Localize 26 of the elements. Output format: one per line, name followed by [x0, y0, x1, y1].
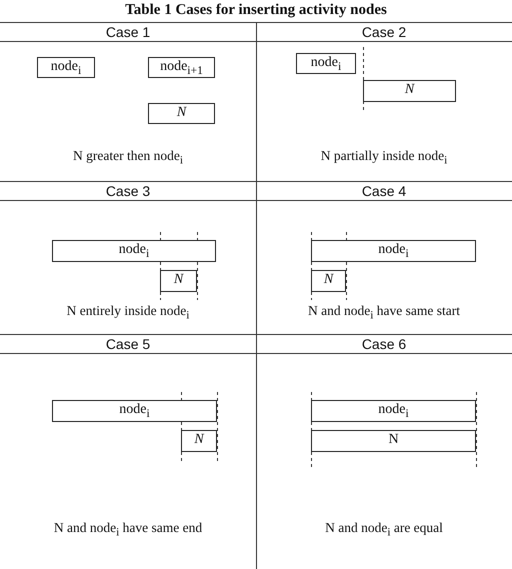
activity-box: node$_{i}$ — [52, 240, 216, 262]
column-header: Case 5 — [104, 336, 152, 352]
case-caption: N and node$_{i}$ are equal — [324, 520, 444, 539]
case-caption: N entirely inside node$_{i}$ — [66, 303, 190, 322]
activity-box: node$_{i}$ — [296, 53, 356, 74]
case-caption: N and node$_{i}$ have same start — [307, 303, 461, 322]
column-header: Case 2 — [360, 24, 408, 40]
activity-box: N — [148, 103, 215, 124]
case-caption: N partially inside node$_{i}$ — [320, 148, 448, 167]
case-caption: N greater then node$_{i}$ — [72, 148, 184, 167]
activity-box: N — [311, 430, 476, 452]
activity-box: N — [363, 80, 456, 102]
activity-box: node$_{i}$ — [37, 57, 95, 78]
table-title: Table 1 Cases for inserting activity nodes — [124, 2, 388, 19]
column-header: Case 6 — [360, 336, 408, 352]
column-header: Case 3 — [104, 183, 152, 199]
column-header: Case 4 — [360, 183, 408, 199]
activity-box: N — [160, 270, 197, 292]
case-caption: N and node$_{i}$ have same end — [52, 520, 204, 539]
activity-box: node$_{i}$ — [311, 240, 476, 262]
column-header: Case 1 — [104, 24, 152, 40]
activity-box: node$_{i}$ — [311, 400, 476, 422]
activity-box: N — [311, 270, 346, 292]
activity-box: N — [181, 430, 217, 452]
activity-box: node$_{i}$ — [52, 400, 217, 422]
activity-box: node$_{i+1}$ — [148, 57, 215, 78]
